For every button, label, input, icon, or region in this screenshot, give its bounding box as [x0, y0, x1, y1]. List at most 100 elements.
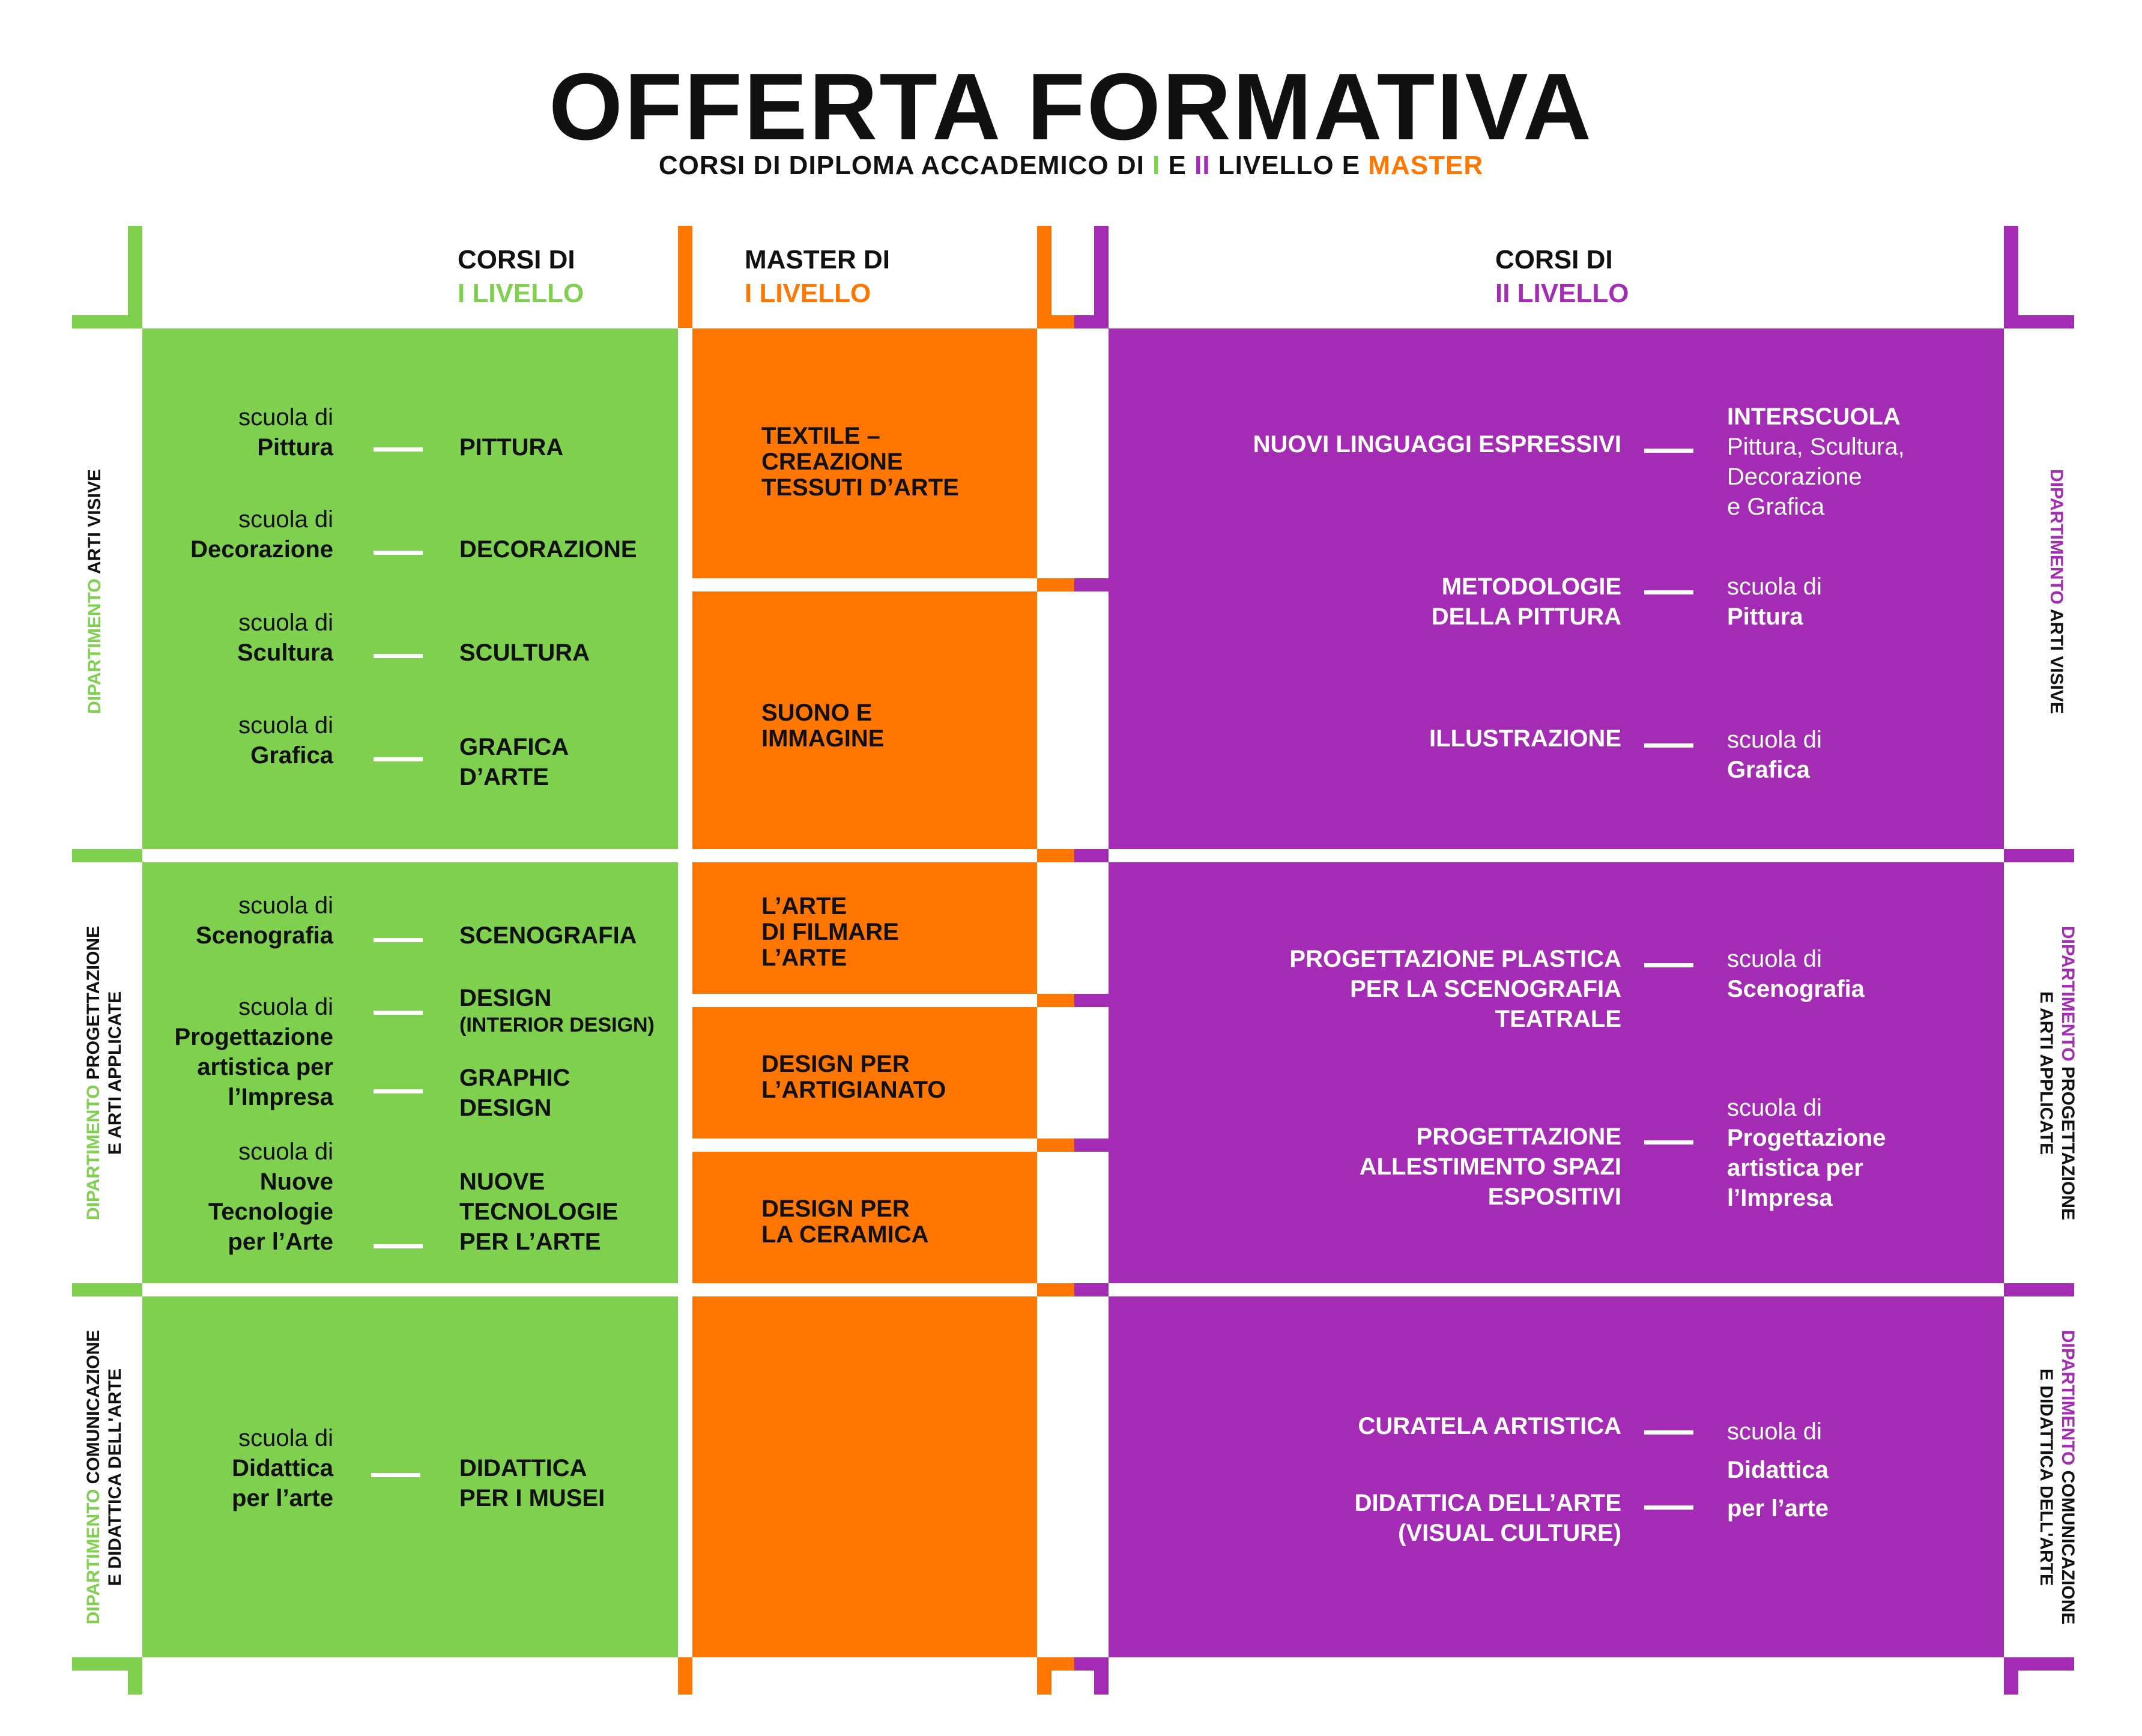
connector-dash [374, 1089, 423, 1093]
scuola-scenografia: scuola di Scenografia [156, 891, 333, 951]
orange-block-empty [692, 1296, 1037, 1657]
orange-block-artigianato [692, 1007, 1037, 1139]
orange-sep-2 [1037, 849, 1074, 862]
scuola-grafica-2: scuola di Grafica [1727, 725, 1822, 785]
connector-dash [1644, 1505, 1693, 1510]
scuola-name: Grafica [250, 742, 333, 769]
course-illustrazione: ILLUSTRAZIONE [1429, 725, 1621, 752]
course-metodologie: METODOLOGIE DELLA PITTURA [1117, 572, 1621, 632]
green-block-arti-visive [142, 328, 678, 849]
frame-corner-green-top-h [72, 315, 142, 328]
page-title: OFFERTA FORMATIVA [548, 54, 1593, 160]
frame-corner-orange-bottom-r [1037, 1657, 1051, 1695]
scuola-name: Scenografia [196, 922, 333, 949]
purple-sep-3 [1074, 994, 1109, 1007]
subtitle-level2: II [1194, 151, 1211, 180]
dept-name-line2: E DIDATTICA DELL'ARTE [2036, 1368, 2056, 1586]
scuola-line1: Nuove [259, 1169, 333, 1195]
orange-sep-5 [1037, 1283, 1074, 1296]
scuola-scultura: scuola di Scultura [156, 608, 333, 668]
master-line2: IMMAGINE [761, 725, 885, 752]
dept-name-line1: PROGETTAZIONE [2058, 1066, 2078, 1221]
course-design: DESIGN (INTERIOR DESIGN) [459, 983, 655, 1037]
course-pittura: PITTURA [459, 434, 564, 461]
dept-name: ARTI VISIVE [85, 469, 104, 575]
course-line2: DELLA PITTURA [1431, 603, 1621, 630]
column-header-first-level-line2: I LIVELLO [458, 279, 584, 308]
scuola-line1: Didattica [1727, 1457, 1829, 1483]
course-line2: PER LA SCENOGRAFIA [1350, 976, 1621, 1002]
scuola-prefix: scuola di [238, 994, 333, 1020]
connector-dash [1644, 449, 1693, 453]
subtitle-level1: I [1152, 151, 1161, 180]
scuola-name: Decorazione [190, 536, 333, 563]
course-line1: PROGETTAZIONE PLASTICA [1289, 946, 1621, 972]
connector-dash [374, 1011, 423, 1015]
master-line2: DI FILMARE [761, 919, 899, 945]
dept-label-right-arti-visive: DIPARTIMENTO ARTI VISIVE [2043, 465, 2067, 718]
frame-corner-green-bottom [128, 1657, 142, 1695]
scuola-prefix: scuola di [238, 892, 333, 919]
course-nuovi-linguaggi: NUOVI LINGUAGGI ESPRESSIVI [1253, 431, 1621, 458]
dept-prefix: DIPARTIMENTO [2047, 469, 2066, 605]
master-ceramica: DESIGN PER LA CERAMICA [761, 1196, 929, 1248]
scuola-impresa-2: scuola di Progettazione artistica per l’… [1727, 1093, 1886, 1213]
scuola-prefix: scuola di [238, 404, 333, 431]
scuola-line2: artistica per [197, 1054, 333, 1080]
connector-dash [1644, 963, 1693, 967]
orange-sep-4 [1037, 1139, 1074, 1152]
scuola-line1: Didattica [232, 1455, 333, 1481]
course-nuove-tecnologie: NUOVE TECNOLOGIE PER L’ARTE [459, 1167, 618, 1257]
subtitle-part3: LIVELLO E [1210, 151, 1369, 180]
scuola-line2: per l’arte [232, 1485, 333, 1511]
dept-label-left-comunicazione: DIPARTIMENTO COMUNICAZIONE E DIDATTICA D… [83, 1309, 129, 1645]
dept-prefix: DIPARTIMENTO [85, 578, 104, 714]
scuola-line1: Progettazione [174, 1024, 333, 1050]
dept-label-right-progettazione: DIPARTIMENTO PROGETTAZIONE E ARTI APPLIC… [2033, 917, 2078, 1229]
master-line1: DESIGN PER [761, 1051, 910, 1077]
scuola-pittura-2: scuola di Pittura [1727, 572, 1822, 632]
course-line1: DIDATTICA [459, 1455, 587, 1481]
master-filmare: L’ARTE DI FILMARE L’ARTE [761, 894, 899, 971]
master-line1: SUONO E [761, 700, 873, 726]
dept-name-line2: E DIDATTICA DELL'ARTE [105, 1368, 125, 1586]
school-line3: e Grafica [1727, 494, 1825, 520]
scuola-line1: Progettazione [1727, 1125, 1886, 1151]
course-line2: ALLESTIMENTO SPAZI [1359, 1154, 1621, 1180]
connector-dash [1644, 743, 1693, 748]
course-line1: NUOVE [459, 1169, 545, 1195]
scuola-prefix: scuola di [1727, 1095, 1822, 1121]
frame-corner-purple-top-l [1094, 226, 1109, 328]
orange-sep-1 [1037, 578, 1074, 591]
scuola-prefix: scuola di [1727, 727, 1822, 753]
scuola-prefix: scuola di [1727, 1418, 1822, 1445]
purple-sep-5 [1074, 1283, 1109, 1296]
connector-dash [374, 1244, 423, 1248]
scuola-line2: Tecnologie [208, 1199, 333, 1225]
orange-block-ceramica [692, 1152, 1037, 1283]
connector-dash [1644, 1140, 1693, 1145]
course-line3: TEATRALE [1495, 1006, 1621, 1032]
scuola-prefix: scuola di [1727, 946, 1822, 972]
master-suono: SUONO E IMMAGINE [761, 700, 884, 752]
master-line3: TESSUTI D’ARTE [761, 474, 959, 501]
scuola-line3: l’Impresa [1727, 1185, 1833, 1211]
scuola-decorazione: scuola di Decorazione [156, 504, 333, 564]
course-line1: GRAFICA [459, 734, 569, 760]
course-didattica-arte: DIDATTICA DELL’ARTE (VISUAL CULTURE) [1117, 1488, 1621, 1548]
scuola-line3: l’Impresa [228, 1084, 333, 1110]
connector-dash [374, 938, 423, 942]
column-header-first-level: CORSI DI I LIVELLO [458, 243, 584, 310]
course-line2: TECNOLOGIE [459, 1199, 619, 1225]
column-header-master-line1: MASTER DI [745, 245, 890, 274]
frame-corner-orange-bottom-l [678, 1657, 692, 1695]
scuola-prefix: scuola di [238, 609, 333, 636]
frame-corner-purple-bottom-r [2004, 1657, 2018, 1695]
purple-sep-1 [1074, 578, 1109, 591]
course-line1: DESIGN [459, 985, 552, 1011]
dept-name: ARTI VISIVE [2047, 608, 2066, 714]
course-line1: GRAPHIC [459, 1065, 570, 1091]
master-line1: L’ARTE [761, 893, 847, 919]
connector-dash [374, 654, 423, 658]
course-line3: ESPOSITIVI [1487, 1184, 1621, 1210]
